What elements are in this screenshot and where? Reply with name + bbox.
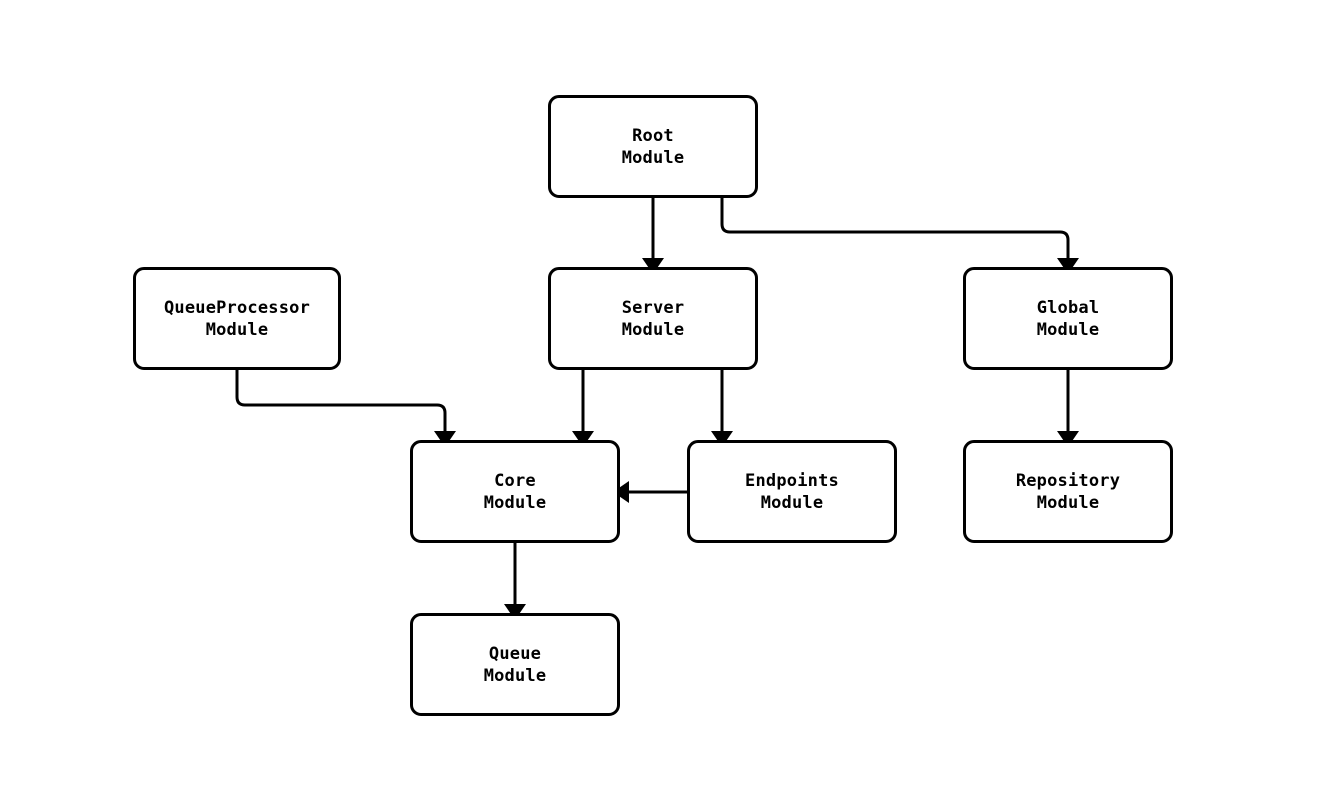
node-global-label-line1: Global — [1036, 297, 1100, 318]
node-root-label-line2: Module — [621, 147, 685, 168]
node-global-label-line2: Module — [1036, 319, 1100, 340]
node-queueprocessor[interactable]: QueueProcessor Module — [133, 267, 341, 370]
node-queueprocessor-label-line1: QueueProcessor — [163, 297, 311, 318]
node-server-label-line2: Module — [621, 319, 685, 340]
node-repository-label-line2: Module — [1036, 492, 1100, 513]
edge-server-to-core — [572, 370, 594, 447]
node-repository-label-line1: Repository — [1015, 470, 1121, 491]
node-core[interactable]: Core Module — [410, 440, 620, 543]
node-queueprocessor-label-line2: Module — [205, 319, 269, 340]
node-server[interactable]: Server Module — [548, 267, 758, 370]
node-root[interactable]: Root Module — [548, 95, 758, 198]
edge-queueprocessor-to-core — [235, 370, 456, 447]
edge-core-to-queue — [504, 543, 526, 620]
node-core-label-line2: Module — [483, 492, 547, 513]
node-endpoints-label-line1: Endpoints — [745, 470, 839, 491]
edge-server-to-endpoints — [711, 370, 733, 447]
node-queue-label-line2: Module — [483, 665, 547, 686]
node-core-label-line1: Core — [494, 470, 536, 491]
node-repository[interactable]: Repository Module — [963, 440, 1173, 543]
edge-root-to-global — [720, 198, 1079, 274]
node-endpoints[interactable]: Endpoints Module — [687, 440, 897, 543]
node-root-label-line1: Root — [632, 125, 674, 146]
edge-global-to-repository — [1057, 370, 1079, 447]
node-server-label-line1: Server — [621, 297, 685, 318]
node-queue[interactable]: Queue Module — [410, 613, 620, 716]
edge-endpoints-to-core — [613, 481, 687, 503]
node-global[interactable]: Global Module — [963, 267, 1173, 370]
edge-root-to-server — [642, 198, 664, 274]
node-queue-label-line1: Queue — [488, 643, 542, 664]
node-endpoints-label-line2: Module — [760, 492, 824, 513]
